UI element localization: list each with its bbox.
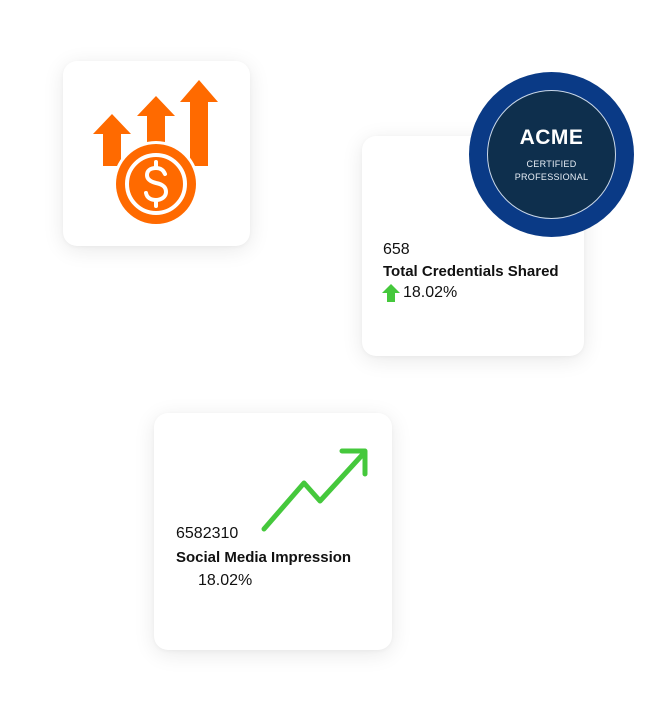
credentials-change-value: 18.02% <box>403 284 458 301</box>
revenue-growth-card <box>63 61 250 246</box>
badge-line-2: PROFESSIONAL <box>514 171 589 182</box>
trend-up-icon <box>261 448 368 532</box>
social-value: 6582310 <box>176 525 239 542</box>
credentials-change: 18.02% <box>382 284 457 302</box>
arrow-up-icon <box>382 284 400 302</box>
dollar-growth-icon <box>93 80 218 227</box>
social-change-value: 18.02% <box>198 572 253 589</box>
social-change: 18.02% <box>198 572 252 590</box>
badge-title: ACME <box>519 125 584 149</box>
acme-certified-badge: ACME CERTIFIED PROFESSIONAL <box>469 72 634 237</box>
credentials-title: Total Credentials Shared <box>383 263 559 280</box>
badge-inner-circle: ACME CERTIFIED PROFESSIONAL <box>487 90 616 219</box>
social-title: Social Media Impression <box>176 549 352 566</box>
badge-line-1: CERTIFIED <box>526 158 577 169</box>
credentials-value: 658 <box>383 241 410 258</box>
